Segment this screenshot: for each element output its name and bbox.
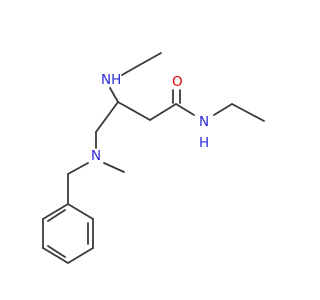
bond-nh-c3 [109, 87, 119, 103]
tertiary-nitrogen-label: N [91, 148, 101, 164]
molecule-structure: NH O N H N [42, 52, 265, 264]
bond-ethyl-ch3-ch2 [135, 52, 162, 68]
bond-n-methyl [103, 162, 125, 173]
ring-double-2 [47, 245, 66, 258]
amine-nh-label: NH [101, 72, 121, 88]
carbonyl-oxygen-label: O [172, 74, 183, 90]
bond-n-benzyl-ch2 [67, 162, 89, 175]
ring-double-3 [47, 209, 66, 222]
bond-amide-n-ch2 [213, 103, 233, 116]
amide-nitrogen-label: N [199, 114, 209, 130]
bond-ethyl-ch2-nh [121, 66, 137, 76]
bond-c1-n-amide [175, 103, 195, 116]
bond-lines [42, 52, 265, 264]
bond-amide-ch2-ch3 [231, 103, 265, 122]
ring-bond-6 [42, 203, 69, 220]
bond-c3-c2 [117, 101, 151, 121]
ring-bond-1 [67, 203, 94, 220]
bond-c2-c1 [149, 103, 177, 121]
bond-c3-c4 [95, 101, 119, 133]
amide-hydrogen-label: H [199, 135, 209, 151]
ring-bond-4 [42, 247, 69, 264]
ring-bond-3 [67, 247, 94, 264]
atom-labels: NH O N H N [91, 72, 209, 164]
